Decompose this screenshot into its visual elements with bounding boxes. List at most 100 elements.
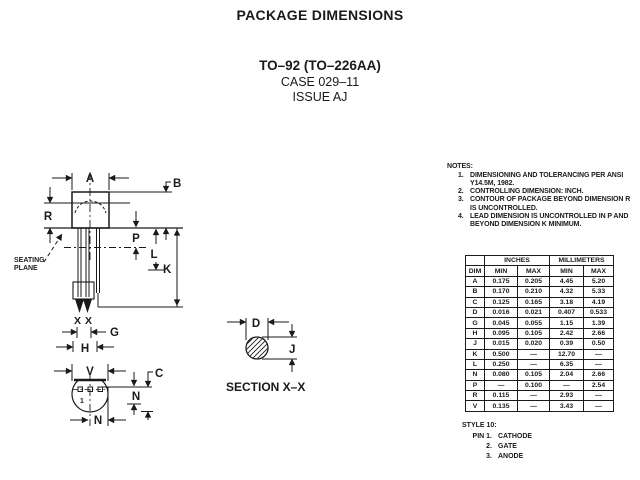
table-cell: DIM: [465, 265, 485, 277]
seating-plane-label-line1: SEATING: [14, 257, 45, 264]
dim-label-d: D: [252, 318, 260, 330]
front-view-drawing: [44, 172, 183, 352]
note-number: 1.: [458, 171, 464, 179]
case-number: CASE 029–11: [280, 75, 360, 89]
table-cell: 0.045: [484, 317, 518, 329]
dim-label-l: L: [150, 249, 157, 261]
table-cell: A: [465, 275, 485, 288]
millimeters-group-header: MILLIMETERS: [549, 254, 614, 267]
pin-row: 3. ANODE: [462, 452, 532, 462]
table-cell: 0.015: [484, 338, 518, 350]
lead-cross-section: [245, 336, 269, 360]
pin-number: PIN 1.: [472, 433, 492, 440]
table-cell: 2.04: [549, 369, 584, 381]
table-cell: —: [549, 379, 584, 392]
table-cell: 2.42: [549, 327, 584, 340]
section-xx-drawing: [227, 318, 297, 372]
table-cell: 0.205: [517, 275, 550, 288]
table-cell: —: [484, 379, 518, 392]
table-cell: 0.016: [484, 306, 518, 319]
dim-label-r: R: [44, 211, 53, 223]
note-text: CONTROLLING DIMENSION: INCH.: [470, 188, 584, 196]
dim-label-c: C: [155, 368, 163, 380]
table-cell: J: [465, 338, 485, 350]
note-number: 2.: [458, 188, 464, 196]
table-cell: 4.32: [549, 286, 584, 298]
pin-number: 3.: [486, 453, 492, 460]
dim-label-v: V: [86, 366, 94, 378]
table-cell: —: [583, 400, 614, 412]
dim-label-g: G: [110, 327, 119, 339]
table-cell: [465, 254, 485, 267]
table-cell: —: [583, 358, 614, 371]
table-cell: K: [465, 348, 485, 360]
table-cell: 2.66: [583, 327, 614, 340]
table-cell: MAX: [517, 265, 550, 277]
table-row: P—0.100—2.54: [465, 379, 614, 392]
table-cell: R: [465, 390, 485, 402]
dim-label-b: B: [173, 178, 181, 190]
table-cell: —: [517, 400, 550, 412]
table-cell: 0.020: [517, 338, 550, 350]
section-cut-label-x2: X: [85, 315, 92, 327]
table-cell: 2.54: [583, 379, 614, 392]
table-cell: L: [465, 358, 485, 371]
table-cell: 6.35: [549, 358, 584, 371]
pin-name: CATHODE: [498, 433, 533, 440]
table-cell: 0.100: [517, 379, 550, 392]
table-cell: N: [465, 369, 485, 381]
table-cell: C: [465, 296, 485, 308]
section-cut-label-x1: X: [74, 315, 81, 327]
table-cell: 5.20: [583, 275, 614, 288]
dim-label-h: H: [81, 343, 89, 355]
dim-label-n-right: N: [132, 391, 140, 403]
bottom-view-drawing: [54, 364, 153, 426]
table-cell: —: [517, 358, 550, 371]
dim-label-k: K: [163, 264, 172, 276]
seating-plane-label-line2: PLANE: [14, 265, 38, 272]
table-cell: 0.39: [549, 338, 584, 350]
note-number: 4.: [458, 212, 464, 220]
table-cell: 0.055: [517, 317, 550, 329]
note-text: DIMENSIONING AND TOLERANCING PER ANSI Y1…: [470, 171, 624, 187]
pin-row: PIN 1. CATHODE: [462, 432, 533, 442]
notes-section: NOTES: 1. DIMENSIONING AND TOLERANCING P…: [447, 163, 637, 229]
note-item: 3. CONTOUR OF PACKAGE BEYOND DIMENSION R…: [447, 196, 637, 212]
pin1-marker: 1: [80, 398, 84, 405]
note-text: LEAD DIMENSION IS UNCONTROLLED IN P AND …: [470, 212, 629, 228]
table-cell: MAX: [583, 265, 614, 277]
note-number: 3.: [458, 196, 464, 204]
table-header-row: DIM MIN MAX MIN MAX: [465, 265, 614, 277]
table-cell: H: [465, 327, 485, 340]
table-cell: P: [465, 379, 485, 392]
table-cell: 0.210: [517, 286, 550, 298]
pin-name: GATE: [498, 443, 517, 450]
table-cell: 5.33: [583, 286, 614, 298]
table-cell: D: [465, 306, 485, 319]
table-cell: B: [465, 286, 485, 298]
table-cell: 0.175: [484, 275, 518, 288]
note-item: 1. DIMENSIONING AND TOLERANCING PER ANSI…: [447, 172, 637, 188]
table-cell: 4.19: [583, 296, 614, 308]
table-cell: 1.15: [549, 317, 584, 329]
table-cell: 0.165: [517, 296, 550, 308]
table-cell: 12.70: [549, 348, 584, 360]
table-cell: MIN: [549, 265, 584, 277]
dimension-table: INCHES MILLIMETERS DIM MIN MAX MIN MAX A…: [465, 254, 614, 412]
table-cell: MIN: [484, 265, 518, 277]
note-item: 4. LEAD DIMENSION IS UNCONTROLLED IN P A…: [447, 213, 637, 229]
table-cell: 0.50: [583, 338, 614, 350]
table-cell: 0.080: [484, 369, 518, 381]
dim-label-a: A: [86, 173, 94, 185]
note-item: 2. CONTROLLING DIMENSION: INCH.: [447, 188, 637, 196]
table-cell: 3.18: [549, 296, 584, 308]
